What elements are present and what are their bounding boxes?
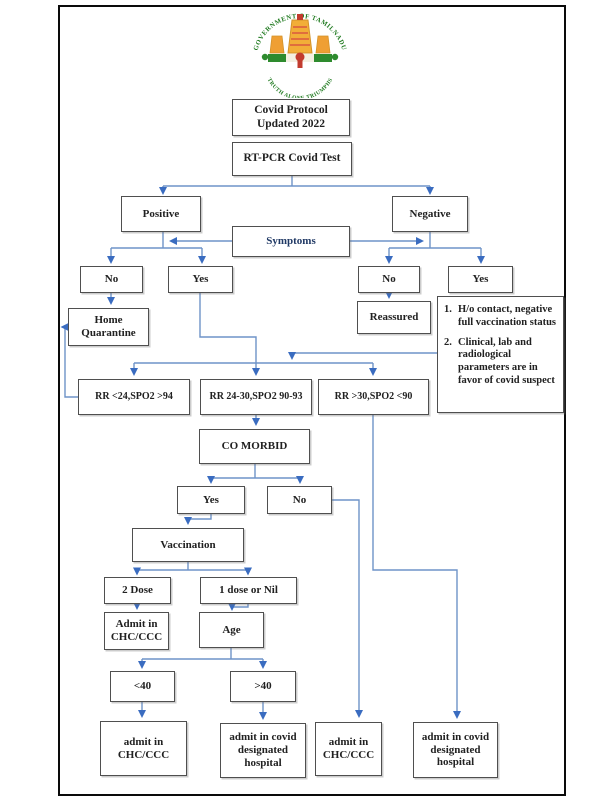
box-home-quarantine: Home Quarantine — [68, 308, 149, 346]
criteria-item: 1. H/o contact, negative full vaccinatio… — [444, 304, 558, 330]
box-negative: Negative — [392, 196, 468, 232]
seal-figure-base — [297, 60, 303, 68]
box-negative-no-symptoms: No — [358, 266, 420, 293]
box-positive-yes-symptoms: Yes — [168, 266, 233, 293]
box-age: Age — [199, 612, 264, 648]
box-reassured: Reassured — [357, 301, 431, 334]
seal-right-tower — [315, 35, 331, 54]
box-rtpcr-test: RT-PCR Covid Test — [232, 142, 352, 176]
box-age-under-40: <40 — [110, 671, 175, 702]
criteria-item: 2. Clinical, lab and radiological parame… — [444, 337, 558, 388]
box-2-dose: 2 Dose — [104, 577, 171, 604]
criteria-number: 2. — [444, 336, 452, 348]
box-rr-moderate: RR 24-30,SPO2 90-93 — [200, 379, 312, 415]
box-outcome-admit-chc-ccc-1: admit in CHC/CCC — [100, 721, 187, 776]
seal-left-foliage — [261, 53, 269, 61]
box-comorbid-yes: Yes — [177, 486, 245, 514]
gopuram-icon — [261, 14, 339, 68]
box-rr-severe: RR >30,SPO2 <90 — [318, 379, 429, 415]
seal-central-tower — [287, 19, 313, 54]
seal-tower-tiers — [290, 26, 310, 46]
box-outcome-covid-hospital-2: admit in covid designated hospital — [413, 722, 498, 778]
seal-finial — [297, 14, 303, 20]
box-admit-chc-2dose: Admit in CHC/CCC — [104, 612, 169, 650]
government-seal: GOVERNMENT OF TAMILNADU TRUTH ALONE TRIU… — [253, 13, 347, 98]
seal-band-right — [314, 54, 332, 62]
box-negative-yes-symptoms: Yes — [448, 266, 513, 293]
box-outcome-admit-chc-ccc-2: admit in CHC/CCC — [315, 722, 382, 776]
box-age-over-40: >40 — [230, 671, 296, 702]
seal-right-foliage — [331, 53, 339, 61]
box-positive: Positive — [121, 196, 201, 232]
criteria-number: 1. — [444, 304, 452, 315]
seal-bottom-text: TRUTH ALONE TRIUMPHS — [266, 77, 334, 98]
box-covid-suspect-criteria: 1. H/o contact, negative full vaccinatio… — [437, 296, 564, 413]
criteria-text: Clinical, lab and radiological parameter… — [458, 336, 555, 386]
box-symptoms: Symptoms — [232, 226, 350, 257]
seal-figure-top — [295, 52, 305, 62]
box-vaccination: Vaccination — [132, 528, 244, 562]
box-comorbid: CO MORBID — [199, 429, 310, 464]
seal-bottom-text-wrap: TRUTH ALONE TRIUMPHS — [266, 77, 335, 98]
box-covid-protocol-title: Covid Protocol Updated 2022 — [232, 99, 350, 136]
box-1-dose-or-nil: 1 dose or Nil — [200, 577, 297, 604]
seal-left-tower — [269, 35, 285, 54]
seal-band-left — [268, 54, 286, 62]
box-rr-mild: RR <24,SPO2 >94 — [78, 379, 190, 415]
criteria-text: H/o contact, negative full vaccination s… — [458, 304, 557, 328]
box-positive-no-symptoms: No — [80, 266, 143, 293]
connector-paths — [60, 176, 485, 720]
box-outcome-covid-hospital-1: admit in covid designated hospital — [220, 723, 306, 778]
box-comorbid-no: No — [267, 486, 332, 514]
